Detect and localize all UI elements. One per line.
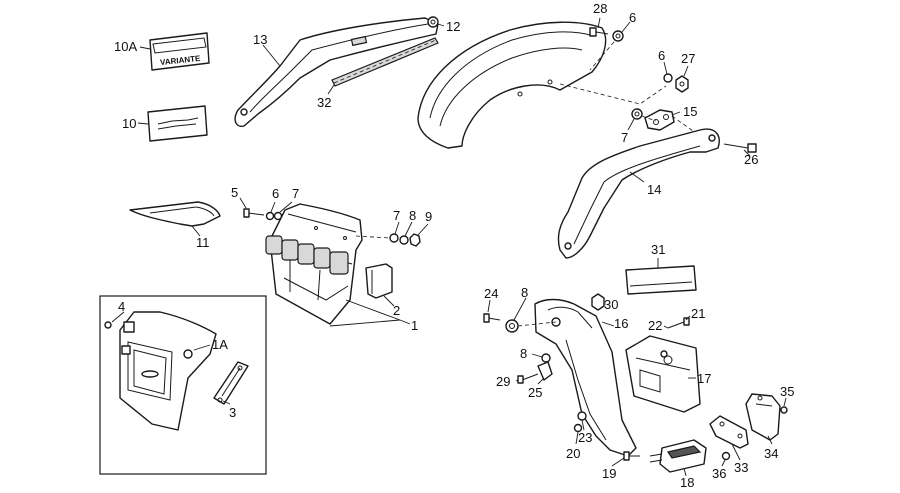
nut-27	[675, 75, 689, 93]
callout-5: 5	[231, 185, 238, 200]
nut-30	[591, 293, 605, 311]
callout-6-left: 6	[272, 186, 279, 201]
callout-18: 18	[680, 475, 694, 490]
screw-21	[667, 317, 690, 329]
tail-light-assembly	[265, 203, 363, 325]
callout-27: 27	[681, 51, 695, 66]
callout-15: 15	[683, 104, 697, 119]
callout-31: 31	[651, 242, 665, 257]
callout-19: 19	[602, 466, 616, 481]
callout-10A: 10A	[114, 39, 137, 54]
badge-plain	[147, 105, 208, 142]
callout-21: 21	[691, 306, 705, 321]
nut-12	[427, 16, 439, 28]
badge-text: VARIANTE	[160, 54, 202, 67]
callout-32: 32	[317, 95, 331, 110]
callout-34: 34	[764, 446, 778, 461]
screw-24	[483, 313, 501, 323]
rear-mudguard	[417, 21, 607, 149]
callout-33: 33	[734, 460, 748, 475]
screw-28	[589, 27, 609, 37]
callout-6-right: 6	[658, 48, 665, 63]
callout-20: 20	[566, 446, 580, 461]
callout-36: 36	[712, 466, 726, 481]
callout-23: 23	[578, 430, 592, 445]
rubber-strip-32	[331, 37, 439, 87]
callout-8-tail: 8	[409, 208, 416, 223]
washer-7-right	[631, 108, 643, 120]
callout-24: 24	[484, 286, 498, 301]
callout-9: 9	[425, 209, 432, 224]
plate-bracket-16	[534, 298, 637, 457]
callout-7-tail: 7	[393, 208, 400, 223]
inset-frame	[99, 295, 267, 475]
callout-1: 1	[411, 318, 418, 333]
callout-25: 25	[528, 385, 542, 400]
fender-support-arm-left	[234, 17, 439, 127]
washer-6-left	[265, 211, 275, 221]
badge-variante: VARIANTE	[149, 32, 210, 71]
reflector-31	[625, 265, 697, 295]
bracket-15	[644, 109, 675, 131]
plate-lamp-18	[649, 439, 707, 473]
callout-12: 12	[446, 19, 460, 34]
plate-holder-1A	[119, 311, 217, 431]
washer-23	[577, 411, 587, 421]
washer-7-tail	[389, 233, 399, 243]
callout-17: 17	[697, 371, 711, 386]
screw-4	[104, 321, 112, 329]
screw-36	[721, 451, 731, 461]
callout-35: 35	[780, 384, 794, 399]
screw-29	[517, 373, 539, 384]
callout-13: 13	[253, 32, 267, 47]
callout-3: 3	[229, 405, 236, 420]
bracket-33	[709, 415, 749, 449]
callout-7-right: 7	[621, 130, 628, 145]
clip-25	[537, 361, 553, 381]
callout-29: 29	[496, 374, 510, 389]
callout-26: 26	[744, 152, 758, 167]
strap-3	[213, 361, 249, 405]
bracket-11	[129, 201, 221, 227]
callout-28: 28	[593, 1, 607, 16]
washer-8-tail	[399, 235, 409, 245]
washer-6-right	[663, 73, 673, 83]
callout-14: 14	[647, 182, 661, 197]
screw-19	[623, 451, 640, 461]
screw-20	[573, 423, 583, 433]
callout-10: 10	[122, 116, 136, 131]
lamp-lens-2	[365, 263, 393, 299]
washer-8-lower	[541, 353, 551, 363]
callout-6-top: 6	[629, 10, 636, 25]
screw-5	[243, 208, 265, 218]
callout-22: 22	[648, 318, 662, 333]
callout-4: 4	[118, 299, 125, 314]
bracket-34	[745, 393, 781, 441]
callout-11: 11	[196, 235, 210, 250]
callout-8-lower: 8	[520, 346, 527, 361]
callout-7-left: 7	[292, 186, 299, 201]
nut-9	[409, 233, 421, 247]
fender-support-arm-right	[557, 128, 720, 259]
screw-35	[780, 406, 788, 414]
license-plate-17	[625, 335, 701, 413]
callout-16: 16	[614, 316, 628, 331]
callout-8-plate: 8	[521, 285, 528, 300]
screw-26	[723, 143, 757, 153]
callout-2: 2	[393, 303, 400, 318]
washer-8-plate	[505, 319, 519, 333]
callout-30: 30	[604, 297, 618, 312]
washer-6-top	[612, 30, 624, 42]
callout-1A: 1A	[212, 337, 228, 352]
